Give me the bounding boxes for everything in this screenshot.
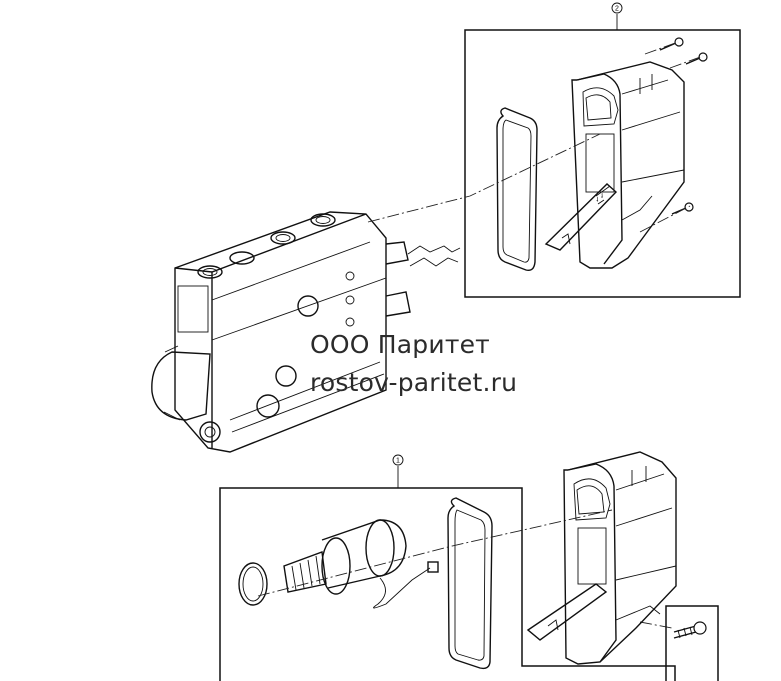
- cover-housing-bottom: [526, 451, 677, 665]
- bolt-detail: [665, 605, 719, 681]
- callout-1-box: [219, 487, 676, 681]
- solenoid-valve: [283, 519, 439, 609]
- callout-1-group: 1: [219, 454, 676, 681]
- callout-1-marker: [392, 454, 404, 466]
- gasket-top: [496, 107, 538, 272]
- watermark-company: ООО Паритет: [310, 330, 490, 359]
- gasket-bottom: [447, 497, 493, 670]
- callout-2-box: [464, 29, 741, 298]
- callout-2-number: 2: [615, 6, 619, 13]
- callout-2-marker: [611, 2, 623, 14]
- bolt-4-icon: [673, 621, 707, 639]
- watermark-site: rostov-paritet.ru: [310, 368, 518, 397]
- bolt-2-icon: [685, 52, 708, 65]
- bolt-detail-box: [665, 605, 719, 681]
- valve-section-block: [151, 211, 461, 453]
- callout-1-number: 1: [396, 458, 400, 465]
- o-ring-icon: [238, 562, 268, 606]
